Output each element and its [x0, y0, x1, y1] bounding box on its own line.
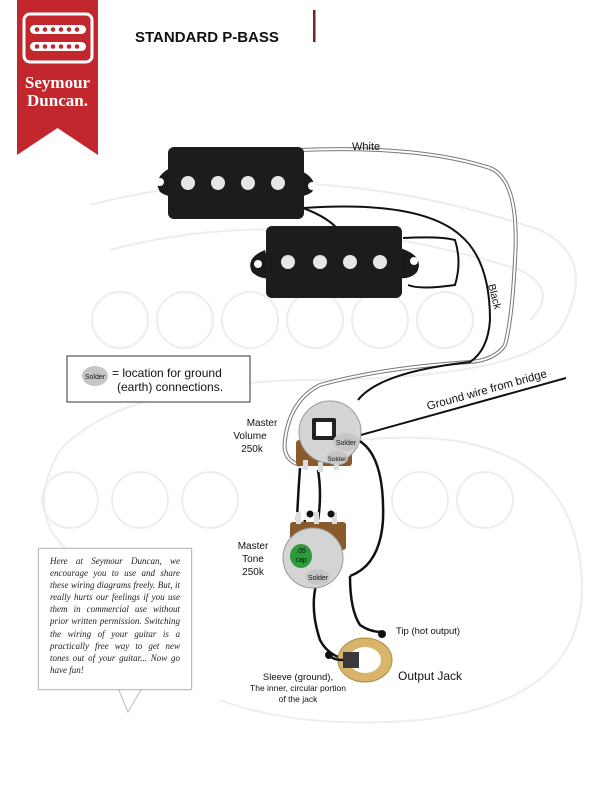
tone-label-line3: 250k	[242, 567, 265, 578]
note-text: Here at Seymour Duncan, we encourage you…	[50, 556, 180, 675]
note-bubble	[38, 548, 192, 690]
volume-label-line2: Volume	[233, 431, 267, 442]
watermark-logo	[41, 181, 583, 724]
legend-text-line1: = location for ground	[112, 366, 222, 380]
tone-pot: .05 cap Solder	[282, 510, 346, 589]
tone-label-line1: Master	[238, 541, 269, 552]
output-jack	[325, 630, 393, 683]
volume-solder-1	[333, 433, 359, 451]
volume-pot: Solder Solder	[296, 400, 362, 472]
tone-cap-line1: .05	[296, 548, 306, 555]
volume-solder-2	[326, 451, 348, 465]
tone-solder-text: Solder	[308, 575, 329, 582]
pickup-bridge-half	[250, 226, 419, 298]
title-divider	[313, 10, 316, 42]
volume-label-line1: Master	[247, 418, 278, 429]
tone-cap	[290, 544, 312, 568]
jack-sleeve-line3: of the jack	[279, 694, 318, 704]
legend-badge-text: Solder	[85, 374, 106, 381]
jack-sleeve-line2: The inner, circular portion	[250, 683, 346, 693]
jack-sleeve-line1: Sleeve (ground),	[263, 672, 333, 683]
jack-output-label: Output Jack	[398, 669, 463, 683]
page-title: STANDARD P-BASS	[135, 29, 279, 46]
volume-solder-2-text: Solder	[328, 456, 348, 463]
legend-text-line2: (earth) connections.	[117, 380, 223, 394]
tone-solder	[306, 569, 330, 585]
tone-label-line2: Tone	[242, 554, 264, 565]
brand-logo: Seymour Duncan.	[17, 0, 98, 155]
tone-cap-line2: cap	[295, 557, 306, 564]
brand-line2: Duncan.	[27, 91, 88, 110]
ground-wire-label: Ground wire from bridge	[426, 368, 549, 413]
white-wire-label: White	[352, 141, 380, 153]
jack-tip-label: Tip (hot output)	[396, 626, 460, 637]
note-bubble-tail	[117, 687, 143, 714]
solder-legend-badge	[82, 366, 108, 386]
brand-line1: Seymour	[25, 73, 91, 92]
pickup-neck-half	[156, 147, 316, 219]
legend-box: Solder = location for ground (earth) con…	[66, 355, 251, 403]
volume-solder-1-text: Solder	[336, 440, 357, 447]
volume-label-line3: 250k	[241, 444, 264, 455]
ground-wire	[349, 377, 567, 439]
